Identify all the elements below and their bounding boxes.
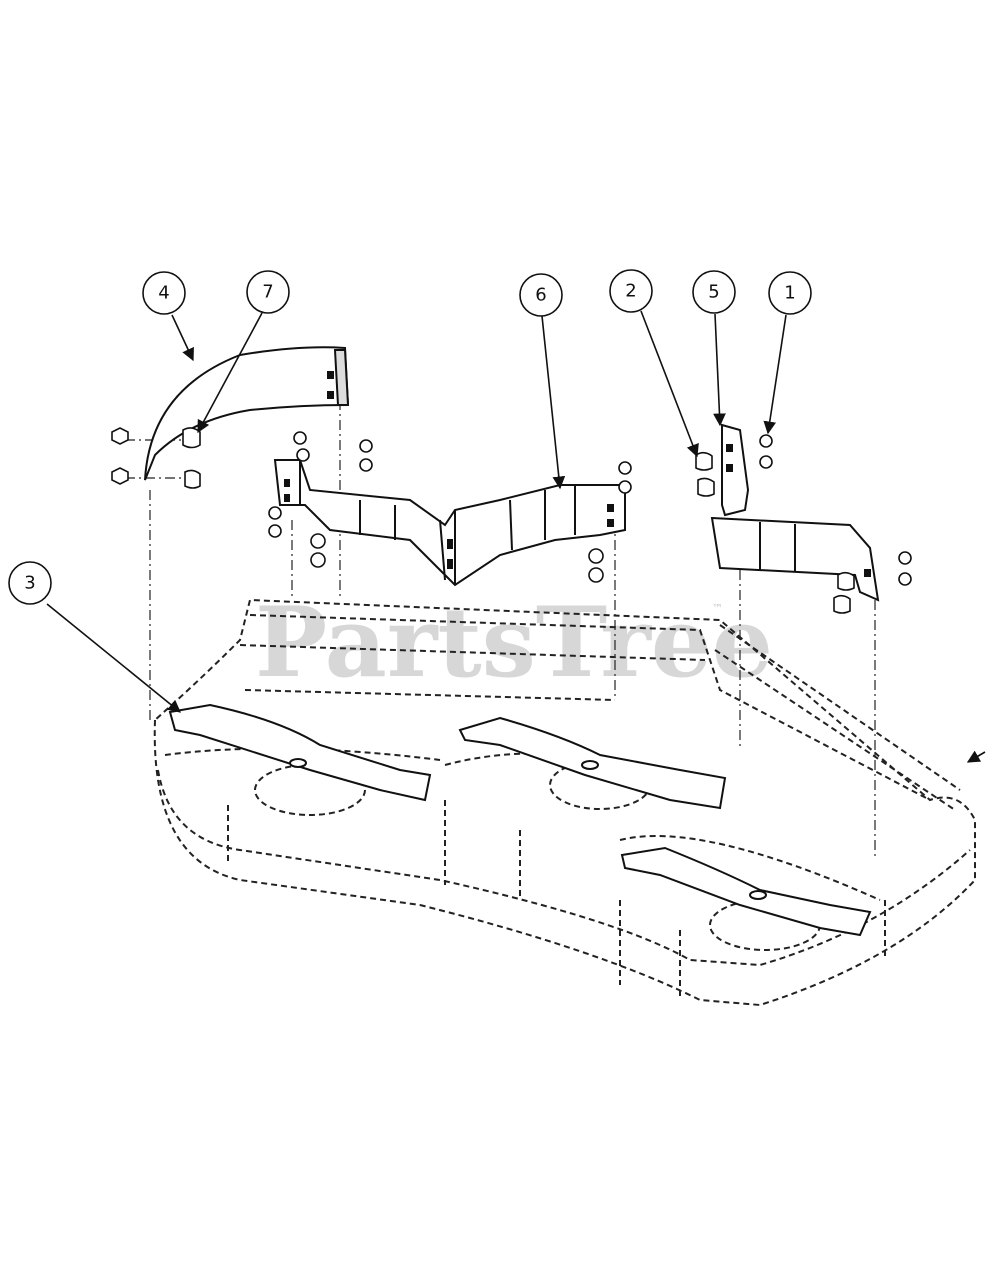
center-hardware xyxy=(268,431,632,583)
callout-7-label: 7 xyxy=(262,282,273,303)
callout-5-label: 5 xyxy=(708,282,719,303)
callout-7: 7 xyxy=(246,270,290,314)
callout-2: 2 xyxy=(609,269,653,313)
right-hardware xyxy=(695,434,912,614)
callout-6-label: 6 xyxy=(535,285,546,306)
watermark-brand: PartsTree xyxy=(255,586,773,699)
callout-4-label: 4 xyxy=(158,283,169,304)
callout-2-label: 2 xyxy=(625,281,636,302)
part-6-center-baffle xyxy=(273,459,626,587)
part-7-bolts xyxy=(111,427,201,489)
leader-lines xyxy=(46,310,986,763)
callout-5: 5 xyxy=(692,270,736,314)
callout-3-label: 3 xyxy=(24,573,35,594)
watermark-trademark: ™ xyxy=(712,602,723,615)
callout-3: 3 xyxy=(8,561,52,605)
callout-1: 1 xyxy=(768,271,812,315)
callout-4: 4 xyxy=(142,271,186,315)
callout-6: 6 xyxy=(519,273,563,317)
part-4-curved-baffle xyxy=(144,346,350,481)
part-3-blades xyxy=(168,703,872,937)
watermark: PartsTree ™ xyxy=(255,586,773,699)
callout-1-label: 1 xyxy=(784,283,795,304)
part-5-right-baffle xyxy=(710,423,880,602)
